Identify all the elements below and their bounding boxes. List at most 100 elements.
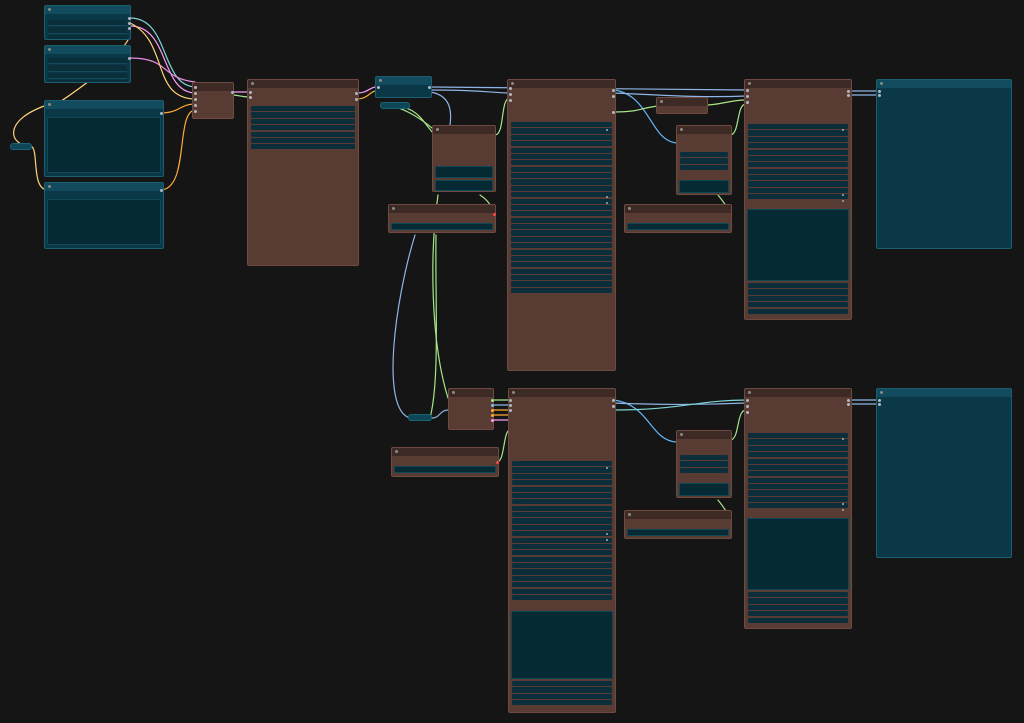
widget[interactable] <box>511 192 612 198</box>
loader-node-2[interactable] <box>44 45 131 83</box>
port-dot-icon[interactable] <box>128 27 131 30</box>
widget[interactable] <box>511 249 612 255</box>
widget[interactable] <box>511 185 612 191</box>
widget[interactable] <box>748 143 848 149</box>
widget[interactable] <box>680 164 728 170</box>
widget[interactable] <box>48 80 127 82</box>
widget[interactable] <box>627 223 729 230</box>
widget[interactable] <box>512 537 612 543</box>
port-dot-icon[interactable] <box>746 399 749 402</box>
sampler-node-lower[interactable] <box>508 388 616 713</box>
loader-node-1[interactable] <box>44 5 131 40</box>
widget[interactable] <box>511 287 612 293</box>
widget[interactable] <box>748 136 848 142</box>
widget[interactable] <box>680 152 728 158</box>
port-dot-icon[interactable] <box>746 411 749 414</box>
dot-icon[interactable] <box>48 185 51 188</box>
preview-image-node-upper[interactable] <box>876 79 1012 249</box>
dot-icon[interactable] <box>48 48 51 51</box>
widget[interactable] <box>627 529 729 536</box>
widget[interactable] <box>512 512 612 518</box>
sampler-node-lower-2[interactable] <box>744 388 852 629</box>
port-dot-icon[interactable] <box>842 200 844 202</box>
widget[interactable] <box>512 687 612 693</box>
widget[interactable] <box>511 255 612 262</box>
widget[interactable] <box>748 175 848 181</box>
node-header[interactable] <box>376 77 431 85</box>
widget[interactable] <box>680 467 728 473</box>
widget[interactable] <box>391 223 493 230</box>
widget[interactable] <box>748 283 848 289</box>
widget[interactable] <box>511 179 612 185</box>
widget[interactable] <box>48 34 127 39</box>
decode-node-upper[interactable] <box>676 125 732 195</box>
dot-icon[interactable] <box>748 82 751 85</box>
widget[interactable] <box>512 518 612 524</box>
port-dot-icon[interactable] <box>496 461 499 464</box>
port-dot-icon[interactable] <box>377 86 380 89</box>
widget[interactable] <box>251 137 355 144</box>
widget[interactable] <box>748 155 848 162</box>
node-header[interactable] <box>745 389 851 397</box>
widget[interactable] <box>511 268 612 274</box>
widget[interactable] <box>748 477 848 483</box>
widget[interactable] <box>48 27 127 34</box>
port-dot-icon[interactable] <box>428 86 431 89</box>
port-dot-icon[interactable] <box>606 533 608 535</box>
text-area[interactable] <box>47 117 161 173</box>
port-dot-icon[interactable] <box>606 467 608 469</box>
widget[interactable] <box>679 180 729 193</box>
port-dot-icon[interactable] <box>847 94 850 97</box>
port-dot-icon[interactable] <box>491 409 494 412</box>
reroute-node[interactable] <box>380 102 410 109</box>
widget[interactable] <box>512 693 612 699</box>
node-header[interactable] <box>677 126 731 134</box>
port-dot-icon[interactable] <box>746 101 749 104</box>
widget[interactable] <box>748 592 848 598</box>
widget[interactable] <box>748 490 848 496</box>
pipe-node[interactable] <box>192 82 234 119</box>
widget[interactable] <box>511 262 612 268</box>
node-header[interactable] <box>657 98 707 106</box>
widget[interactable] <box>511 160 612 166</box>
node-header[interactable] <box>877 80 1011 88</box>
widget[interactable] <box>435 166 493 178</box>
widget[interactable] <box>511 122 612 128</box>
widget[interactable] <box>512 543 612 550</box>
widget[interactable] <box>748 181 848 187</box>
text-encode-node-1[interactable] <box>44 100 164 177</box>
widget[interactable] <box>511 141 612 147</box>
widget[interactable] <box>748 452 848 458</box>
dot-icon[interactable] <box>680 128 683 131</box>
widget[interactable] <box>511 166 612 172</box>
widget[interactable] <box>511 198 612 204</box>
seed-node[interactable] <box>388 204 496 233</box>
dot-icon[interactable] <box>880 82 883 85</box>
node-header[interactable] <box>745 80 851 88</box>
port-dot-icon[interactable] <box>355 92 358 95</box>
widget[interactable] <box>748 187 848 193</box>
port-dot-icon[interactable] <box>509 404 512 407</box>
port-dot-icon[interactable] <box>612 89 615 92</box>
node-header[interactable] <box>508 80 615 88</box>
dot-icon[interactable] <box>511 82 514 85</box>
port-dot-icon[interactable] <box>509 99 512 102</box>
value-node-upper[interactable] <box>624 204 732 233</box>
dot-icon[interactable] <box>880 391 883 394</box>
widget[interactable] <box>511 224 612 230</box>
widget[interactable] <box>512 467 612 473</box>
dot-icon[interactable] <box>395 450 398 453</box>
port-dot-icon[interactable] <box>746 89 749 92</box>
node-header[interactable] <box>45 6 130 14</box>
widget[interactable] <box>251 144 355 150</box>
reroute-node[interactable] <box>408 414 432 421</box>
widget[interactable] <box>48 65 127 72</box>
port-dot-icon[interactable] <box>842 194 844 196</box>
widget[interactable] <box>748 162 848 168</box>
port-dot-icon[interactable] <box>878 90 881 93</box>
widget[interactable] <box>251 131 355 137</box>
dot-icon[interactable] <box>436 128 439 131</box>
port-dot-icon[interactable] <box>847 399 850 402</box>
node-header[interactable] <box>193 83 233 91</box>
port-dot-icon[interactable] <box>128 17 131 20</box>
